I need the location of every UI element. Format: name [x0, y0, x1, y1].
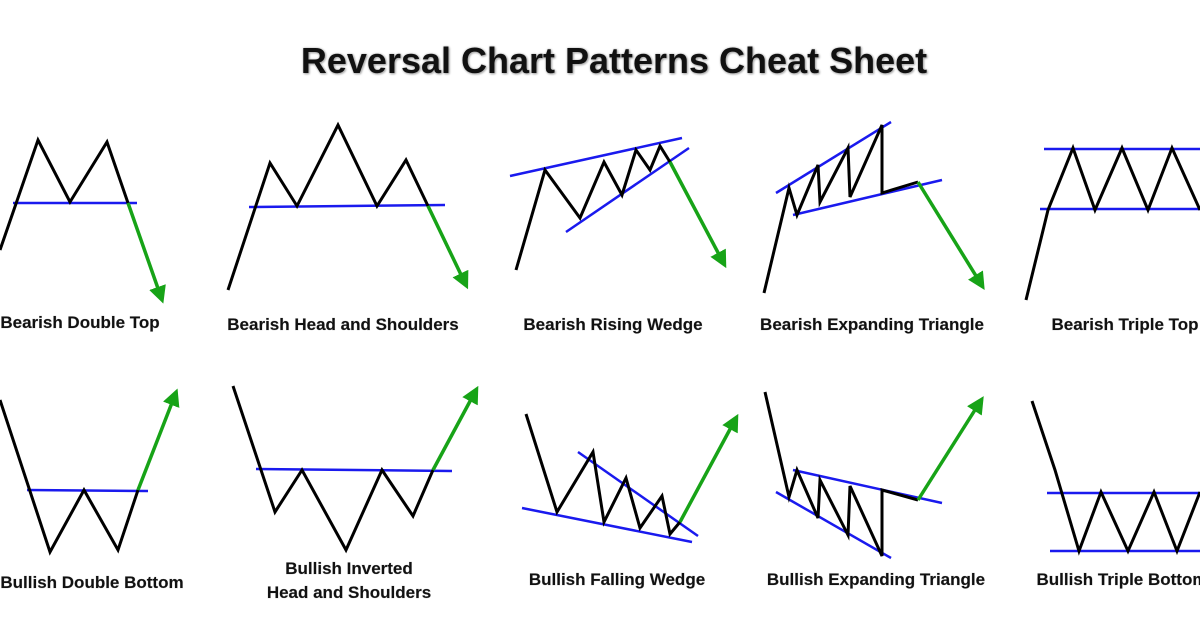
pattern-bearish-triple-top: Bearish Triple Top: [1024, 143, 1200, 334]
bearish-double-top-label-line-1: Bearish Double Top: [0, 313, 159, 332]
bullish-expanding-triangle-breakout-arrow: [916, 396, 984, 501]
bearish-triple-top-label-line-1: Bearish Triple Top: [1051, 315, 1198, 334]
bullish-inverted-head-and-shoulders-breakout-arrow: [431, 385, 479, 471]
bullish-triple-bottom-label-line-1: Bullish Triple Bottom: [1037, 570, 1200, 589]
bullish-inverted-head-and-shoulders-trendline-1: [255, 467, 453, 473]
bearish-head-and-shoulders-label-line-1: Bearish Head and Shoulders: [227, 315, 458, 334]
bullish-expanding-triangle-label-line-1: Bullish Expanding Triangle: [767, 570, 985, 589]
bullish-double-bottom-label: Bullish Double Bottom: [0, 573, 183, 592]
bullish-falling-wedge-price-line: [524, 413, 682, 538]
bearish-triple-top-price-line: [1024, 143, 1200, 301]
bearish-triple-top-label: Bearish Triple Top: [1051, 315, 1198, 334]
bearish-expanding-triangle-label: Bearish Expanding Triangle: [760, 315, 984, 334]
bullish-expanding-triangle-label: Bullish Expanding Triangle: [767, 570, 985, 589]
bullish-double-bottom-trendline-1: [26, 488, 149, 493]
bullish-expanding-triangle-trendline-1: [775, 490, 892, 560]
bullish-triple-bottom-price-line: [1030, 400, 1200, 556]
bullish-inverted-head-and-shoulders-label-line-2: Head and Shoulders: [267, 583, 431, 602]
page-title: Reversal Chart Patterns Cheat Sheet: [300, 40, 928, 81]
bearish-rising-wedge-price-line: [514, 142, 672, 271]
bearish-double-top-price-line: [0, 136, 130, 251]
bullish-double-bottom-price-line: [0, 399, 140, 556]
bearish-head-and-shoulders-label: Bearish Head and Shoulders: [227, 315, 458, 334]
pattern-bullish-falling-wedge: Bullish Falling Wedge: [521, 413, 739, 589]
bearish-double-top-breakout-arrow: [126, 202, 166, 304]
bullish-falling-wedge-breakout-arrow: [678, 413, 739, 523]
pattern-bullish-triple-bottom: Bullish Triple Bottom: [1030, 400, 1200, 589]
pattern-bearish-head-and-shoulders: Bearish Head and Shoulders: [226, 121, 469, 334]
bearish-head-and-shoulders-breakout-arrow: [426, 205, 469, 290]
bearish-expanding-triangle-breakout-arrow: [916, 181, 985, 290]
bullish-inverted-head-and-shoulders-price-line: [231, 385, 435, 554]
pattern-bearish-double-top: Bearish Double Top: [0, 136, 166, 332]
bearish-double-top-label: Bearish Double Top: [0, 313, 159, 332]
bullish-double-bottom-label-line-1: Bullish Double Bottom: [0, 573, 183, 592]
bullish-expanding-triangle-price-line: [763, 391, 919, 557]
patterns-layer: Bearish Double Top Bearish Head and Shoul…: [0, 120, 1200, 602]
bullish-falling-wedge-label: Bullish Falling Wedge: [529, 570, 705, 589]
bullish-inverted-head-and-shoulders-label-line-1: Bullish Inverted: [285, 559, 413, 578]
bearish-expanding-triangle-label-line-1: Bearish Expanding Triangle: [760, 315, 984, 334]
bearish-rising-wedge-breakout-arrow: [668, 161, 727, 269]
bullish-expanding-triangle-trendline-2: [792, 468, 943, 505]
bearish-rising-wedge-label-line-1: Bearish Rising Wedge: [523, 315, 702, 334]
pattern-bearish-expanding-triangle: Bearish Expanding Triangle: [760, 120, 985, 334]
bullish-falling-wedge-trendline-1: [577, 450, 699, 538]
bullish-triple-bottom-label: Bullish Triple Bottom: [1037, 570, 1200, 589]
bearish-rising-wedge-label: Bearish Rising Wedge: [523, 315, 702, 334]
bearish-head-and-shoulders-trendline-1: [248, 203, 446, 209]
bearish-expanding-triangle-price-line: [762, 124, 919, 294]
bearish-expanding-triangle-trendline-1: [775, 120, 892, 195]
bearish-rising-wedge-trendline-1: [509, 136, 683, 178]
bearish-head-and-shoulders-price-line: [226, 121, 430, 291]
bearish-expanding-triangle-trendline-2: [792, 178, 943, 217]
bullish-falling-wedge-label-line-1: Bullish Falling Wedge: [529, 570, 705, 589]
bullish-double-bottom-breakout-arrow: [136, 388, 180, 491]
pattern-bearish-rising-wedge: Bearish Rising Wedge: [509, 136, 727, 334]
bullish-falling-wedge-trendline-2: [521, 506, 693, 544]
pattern-bullish-double-bottom: Bullish Double Bottom: [0, 388, 184, 592]
pattern-bullish-expanding-triangle: Bullish Expanding Triangle: [763, 391, 985, 589]
